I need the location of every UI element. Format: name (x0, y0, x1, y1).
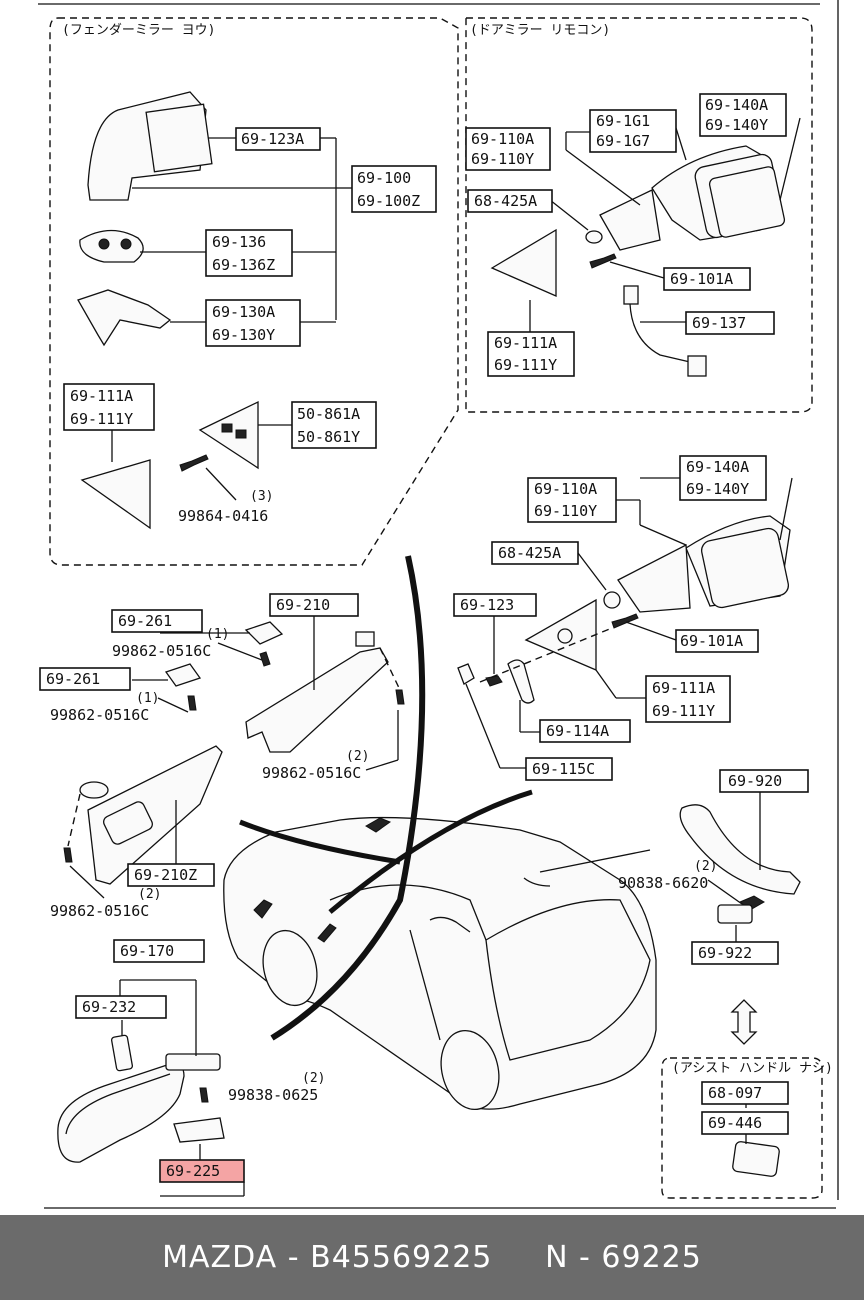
part-label-50-861Y[interactable]: 50-861Y (297, 428, 360, 446)
part-label-69-110Y[interactable]: 69-110Y (471, 150, 534, 168)
part-label-69-446[interactable]: 69-446 (708, 1114, 762, 1132)
part-label-69-110A[interactable]: 69-110A (534, 480, 597, 498)
part-label-69-110Y[interactable]: 69-110Y (534, 502, 597, 520)
footer-gap (492, 1240, 545, 1275)
part-label-69-1G7[interactable]: 69-1G7 (596, 132, 650, 150)
sun-visor-drawing (63, 615, 405, 899)
qty-label: (1) (136, 691, 159, 706)
part-label-69-232[interactable]: 69-232 (82, 998, 136, 1016)
footer-brand: MAZDA (162, 1240, 278, 1275)
part-labels: 69-123A 69-100 69-100Z 69-136 69-136Z 69… (39, 93, 809, 1197)
part-label-68-425A[interactable]: 68-425A (474, 192, 537, 210)
part-label-69-140Y[interactable]: 69-140Y (686, 480, 749, 498)
footer-bar: MAZDA - B45569225 N - 69225 (0, 1215, 864, 1300)
part-label-69-123A[interactable]: 69-123A (241, 130, 304, 148)
part-label-99862-0516C[interactable]: 99862-0516C (112, 642, 211, 660)
part-label-69-136Z[interactable]: 69-136Z (212, 256, 275, 274)
part-label-69-111A[interactable]: 69-111A (494, 334, 557, 352)
part-label-69-140Y[interactable]: 69-140Y (705, 116, 768, 134)
part-label-69-115C[interactable]: 69-115C (532, 760, 595, 778)
fender-mirror-panel-title: (フェンダーミラー ヨウ) (62, 23, 215, 38)
door-mirror-drawing (457, 477, 793, 769)
part-label-69-100[interactable]: 69-100 (357, 169, 411, 187)
fender-mirror-leaders (111, 137, 352, 501)
part-label-99864-0416[interactable]: 99864-0416 (178, 507, 268, 525)
part-label-69-130Y[interactable]: 69-130Y (212, 326, 275, 344)
part-label-69-100Z[interactable]: 69-100Z (357, 192, 420, 210)
part-label-69-140A[interactable]: 69-140A (686, 458, 749, 476)
part-label-69-261[interactable]: 69-261 (46, 670, 100, 688)
part-label-68-425A[interactable]: 68-425A (498, 544, 561, 562)
footer-code: N - 69225 (545, 1240, 702, 1275)
part-label-69-225-highlighted[interactable]: 69-225 (166, 1162, 220, 1180)
part-label-69-920[interactable]: 69-920 (728, 772, 782, 790)
part-label-69-101A[interactable]: 69-101A (670, 270, 733, 288)
door-mirror-panel-title: (ドアミラー リモコン) (470, 23, 610, 38)
highlighted-part-box (159, 1159, 245, 1183)
part-label-69-210[interactable]: 69-210 (276, 596, 330, 614)
qty-label: (2) (694, 859, 717, 874)
part-label-69-210Z[interactable]: 69-210Z (134, 866, 197, 884)
door-mirror-remote-leaders (529, 117, 801, 332)
part-label-69-922[interactable]: 69-922 (698, 944, 752, 962)
qty-label: (3) (250, 489, 273, 504)
door-mirror-remote-drawing (490, 145, 786, 377)
part-label-69-114A[interactable]: 69-114A (546, 722, 609, 740)
qty-label: (2) (346, 749, 369, 764)
part-label-69-111Y[interactable]: 69-111Y (70, 410, 133, 428)
part-label-99838-0625[interactable]: 99838-0625 (228, 1086, 318, 1104)
part-label-69-111A[interactable]: 69-111A (652, 679, 715, 697)
footer-part-number: B45569225 (310, 1240, 493, 1275)
parts-diagram: (フェンダーミラー ヨウ) (ドアミラー リモコン) (38, 0, 839, 1209)
qty-label: (2) (302, 1071, 325, 1086)
part-label-69-140A[interactable]: 69-140A (705, 96, 768, 114)
qty-label: (1) (206, 627, 229, 642)
assist-handle-panel-title: (アシスト ハンドル ナシ) (672, 1061, 833, 1076)
part-label-69-123[interactable]: 69-123 (460, 596, 514, 614)
car-drawing (223, 555, 657, 1111)
part-label-69-111A[interactable]: 69-111A (70, 387, 133, 405)
fender-mirror-drawing (77, 91, 259, 530)
assist-handle-drawing: (アシスト ハンドル ナシ) (661, 792, 833, 1199)
rearview-mirror-drawing (57, 979, 225, 1163)
part-label-90838-6620[interactable]: 90838-6620 (618, 874, 708, 892)
part-label-69-101A[interactable]: 69-101A (680, 632, 743, 650)
part-label-69-1G1[interactable]: 69-1G1 (596, 112, 650, 130)
part-label-69-111Y[interactable]: 69-111Y (652, 702, 715, 720)
footer-separator: - (277, 1240, 311, 1275)
part-label-99862-0516C[interactable]: 99862-0516C (50, 902, 149, 920)
part-label-69-110A[interactable]: 69-110A (471, 130, 534, 148)
part-label-99862-0516C[interactable]: 99862-0516C (50, 706, 149, 724)
part-label-68-097[interactable]: 68-097 (708, 1084, 762, 1102)
part-label-69-111Y[interactable]: 69-111Y (494, 356, 557, 374)
part-label-69-130A[interactable]: 69-130A (212, 303, 275, 321)
door-mirror-panel (465, 17, 813, 413)
part-label-50-861A[interactable]: 50-861A (297, 405, 360, 423)
part-label-99862-0516C[interactable]: 99862-0516C (262, 764, 361, 782)
qty-label: (2) (138, 887, 161, 902)
part-label-69-170[interactable]: 69-170 (120, 942, 174, 960)
part-label-69-137[interactable]: 69-137 (692, 314, 746, 332)
part-label-69-261[interactable]: 69-261 (118, 612, 172, 630)
part-label-69-136[interactable]: 69-136 (212, 233, 266, 251)
